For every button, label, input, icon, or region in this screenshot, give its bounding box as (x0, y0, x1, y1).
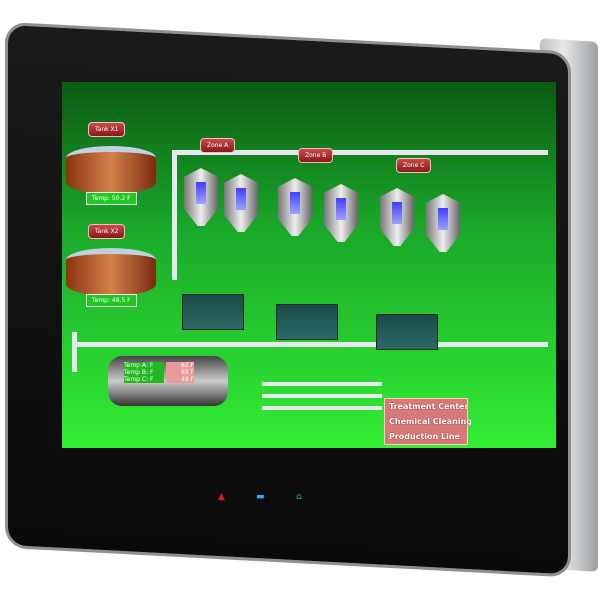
temp-c-label: Temp C: (124, 376, 149, 383)
silo[interactable] (184, 168, 218, 226)
temp-c-value: 49 F (181, 376, 194, 383)
treatment-center-button[interactable]: Treatment Center (389, 402, 469, 411)
temp-b-label: Temp B: (124, 369, 149, 376)
temp-b-value: 65 F (181, 369, 194, 376)
destination-panel: Treatment Center Chemical Cleaning Produ… (384, 398, 473, 445)
zone-a-label[interactable]: Zone A (200, 138, 236, 153)
temp-a-value: 62 F (181, 362, 194, 369)
warning-icon: ▲ (218, 492, 225, 502)
zone-c-label[interactable]: Zone C (396, 158, 432, 173)
pipe (72, 342, 548, 347)
pipe (262, 382, 382, 386)
status-icon: ▬ (256, 492, 265, 502)
unit: F (149, 369, 154, 376)
chemical-cleaning-button[interactable]: Chemical Cleaning (389, 417, 473, 426)
home-icon: ⌂ (296, 492, 302, 502)
pipe (72, 332, 77, 372)
silo[interactable] (426, 194, 460, 252)
tank-x1-temp: Temp: 50.2 F (86, 192, 137, 205)
pump-machine[interactable] (376, 314, 438, 350)
pump-machine[interactable] (276, 304, 338, 340)
temp-a-label: Temp A: (124, 362, 148, 369)
tank-x2[interactable] (66, 248, 156, 296)
pipe (172, 150, 548, 155)
pipe (262, 394, 382, 398)
pump-machine[interactable] (182, 294, 244, 330)
zone-b-label[interactable]: Zone B (298, 148, 334, 163)
tank-x1-label[interactable]: Tank X1 (88, 122, 126, 137)
unit: F (149, 362, 154, 369)
silo[interactable] (380, 188, 414, 246)
pipe (262, 406, 382, 410)
silo[interactable] (278, 178, 312, 236)
unit: F (150, 376, 154, 383)
pipe (172, 150, 177, 280)
tank-x1[interactable] (66, 146, 156, 194)
silo[interactable] (324, 184, 358, 242)
silo[interactable] (224, 174, 258, 232)
tank-x2-label[interactable]: Tank X2 (88, 224, 126, 239)
exchanger-labels: Temp A: F Temp B: F Temp C: F (124, 362, 164, 383)
tank-x2-temp: Temp: 48.5 F (86, 294, 137, 307)
exchanger-values: 62 F 65 F 49 F (166, 362, 194, 383)
production-line-button[interactable]: Production Line (389, 432, 460, 441)
hmi-screen: Tank X1 Temp: 50.2 F Tank X2 Temp: 48.5 … (62, 82, 556, 448)
